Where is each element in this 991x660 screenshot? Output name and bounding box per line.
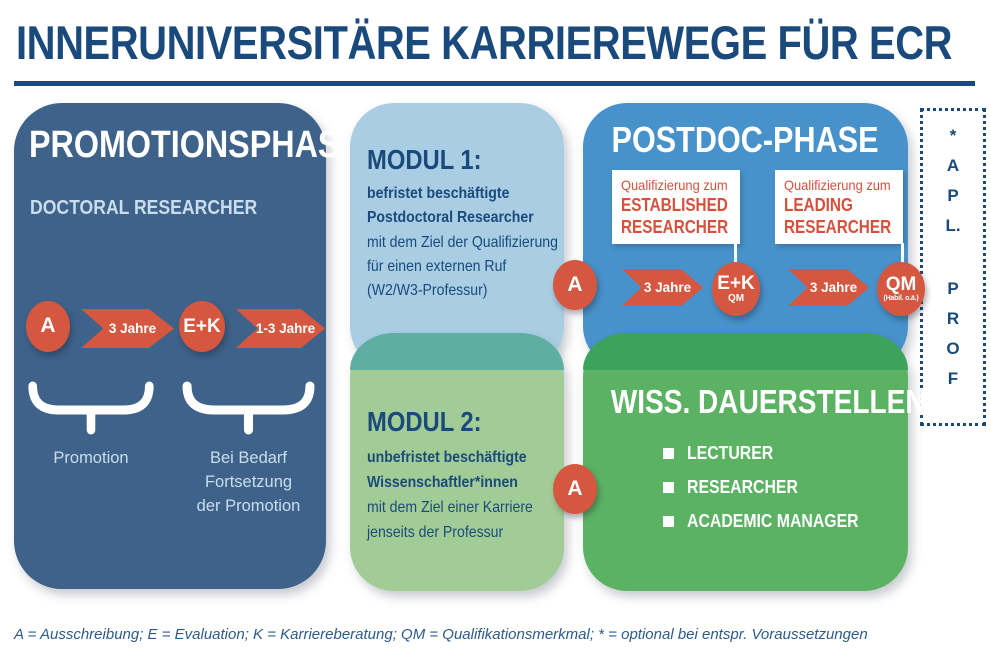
ausschreibung-circle: A: [553, 464, 597, 514]
connector-line: [734, 243, 737, 271]
evaluation-karriereberatung-circle: E+K: [179, 301, 225, 352]
modul1-modul2-overlap-band: [350, 333, 564, 370]
promotionsphase-panel: PROMOTIONSPHASE DOCTORAL RESEARCHER A 3 …: [14, 103, 361, 589]
list-item: RESEARCHER: [663, 477, 882, 498]
wiss-dauerstellen-title: WISS. DAUERSTELLEN: [610, 383, 926, 420]
postdoc-phase-panel: POSTDOC-PHASE Qualifizierung zum ESTABLI…: [583, 103, 925, 370]
modul1-title: MODUL 1:: [367, 144, 482, 175]
dauerstellen-list: LECTURER RESEARCHER ACADEMIC MANAGER: [663, 443, 882, 545]
modul2-description: unbefristet beschäftigte Wissenschaftler…: [367, 449, 533, 541]
duration-arrow-1-3-jahre: 1-3 Jahre: [236, 309, 325, 348]
duration-arrow-3-jahre: 3 Jahre: [788, 269, 869, 306]
promotionsphase-title: PROMOTIONSPHASE: [29, 124, 362, 166]
bei-bedarf-label: Bei Bedarf Fortsetzung der Promotion: [196, 449, 301, 515]
ausschreibung-circle: A: [26, 301, 70, 352]
list-item: LECTURER: [663, 443, 882, 464]
page-title-text: INNERUNIVERSITÄRE KARRIEREWEGE FÜR ECR: [16, 16, 953, 69]
modul1-description: befristet beschäftigte Postdoctoral Rese…: [367, 185, 558, 300]
square-bullet-icon: [663, 516, 674, 527]
established-researcher-box: Qualifizierung zum ESTABLISHED RESEARCHE…: [612, 170, 740, 244]
square-bullet-icon: [663, 448, 674, 459]
underbrace-icon: [28, 381, 154, 435]
modul1-panel: MODUL 1: befristet beschäftigte Postdoct…: [350, 103, 564, 370]
ausschreibung-circle: A: [553, 260, 597, 310]
promotion-label: Promotion: [53, 449, 129, 467]
duration-arrow-3-jahre: 3 Jahre: [622, 269, 703, 306]
connector-line: [901, 243, 904, 271]
doctoral-researcher-label: DOCTORAL RESEARCHER: [30, 197, 258, 219]
square-bullet-icon: [663, 482, 674, 493]
page-title: INNERUNIVERSITÄRE KARRIEREWEGE FÜR ECR: [16, 15, 991, 70]
postdoc-phase-title: POSTDOC-PHASE: [612, 119, 879, 160]
qualifikationsmerkmal-circle: QM (Habil. o.ä.): [877, 262, 925, 316]
legend-text: A = Ausschreibung; E = Evaluation; K = K…: [14, 626, 868, 643]
leading-researcher-box: Qualifizierung zum LEADING RESEARCHER: [775, 170, 903, 244]
apl-prof-optional-box: * A P L. P R O F: [920, 108, 986, 426]
wiss-dauerstellen-panel: WISS. DAUERSTELLEN LECTURER RESEARCHER A…: [583, 333, 926, 591]
modul2-panel: MODUL 2: unbefristet beschäftigte Wissen…: [350, 333, 564, 591]
postdoc-dauerstellen-overlap-band: [583, 333, 908, 370]
duration-arrow-3-jahre: 3 Jahre: [81, 309, 174, 348]
title-underline: [14, 81, 975, 86]
evaluation-karriereberatung-qm-circle: E+K QM: [712, 262, 760, 316]
modul2-title: MODUL 2:: [367, 406, 482, 437]
list-item: ACADEMIC MANAGER: [663, 511, 882, 532]
underbrace-icon: [182, 381, 315, 435]
